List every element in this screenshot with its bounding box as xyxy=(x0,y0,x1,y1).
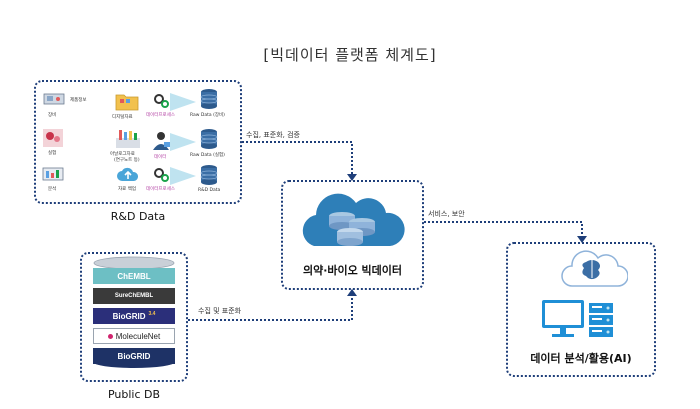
rd-mid-sub-label: (연구노트 등) xyxy=(114,158,140,163)
db-layer-label: BioGRID xyxy=(117,351,151,361)
monitor-icon xyxy=(542,300,584,337)
db-layer-chembl: ChEMBL xyxy=(93,268,175,284)
rd-mid-label: 디지털자료 xyxy=(112,115,133,120)
arrowhead-down-ai xyxy=(577,236,587,243)
rd-row-experiment: 실험 아날로그자료 (연구노트 등) 데이터 Raw Data (실험) xyxy=(40,126,240,166)
rd-pipeline-label: 데이터 xyxy=(154,155,167,160)
public-to-hub-line xyxy=(188,294,353,321)
rd-data-caption: R&D Data xyxy=(110,210,166,223)
db-bottom-cap xyxy=(93,360,175,368)
flow-arrow xyxy=(170,167,196,185)
arrowhead-down-hub xyxy=(347,174,357,181)
rd-row-label: 실험 xyxy=(48,151,57,156)
rd-mid-label: 자료 백업 xyxy=(118,187,136,192)
equipment-sub-label: 제품정보 xyxy=(70,98,87,103)
rd-to-hub-line xyxy=(242,141,353,176)
process-gear-icon xyxy=(154,94,169,108)
bigdata-hub-label: 의약·바이오 빅데이터 xyxy=(302,264,403,277)
raw-db-icon xyxy=(200,129,218,149)
public-db-stack: ChEMBL SureChEMBL BioGRID 3.4 MoleculeNe… xyxy=(93,256,175,382)
moleculenet-dot-icon xyxy=(107,333,113,339)
experiment-icon xyxy=(43,129,63,147)
connector-label-collect-standardize: 수집 및 표준화 xyxy=(198,307,242,315)
rd-row-label: 분석 xyxy=(48,187,57,192)
cloud-database-icon xyxy=(302,193,405,246)
rd-row-equipment: 장비 제품정보 디지털자료 데이터프로세스 Raw Data (장비) xyxy=(40,88,240,126)
raw-data-label: Raw Data (장비) xyxy=(190,113,225,118)
flow-arrow xyxy=(170,133,196,151)
ai-analysis-label: 데이터 분석/활용(AI) xyxy=(530,352,632,365)
hub-to-ai-line xyxy=(424,221,583,238)
raw-db-icon xyxy=(200,165,218,185)
db-layer-label: BioGRID xyxy=(112,311,146,321)
process-gear-icon xyxy=(154,168,169,182)
equipment-icon xyxy=(43,93,65,105)
server-icon xyxy=(589,303,613,337)
raw-data-label: Raw Data (실험) xyxy=(190,153,225,158)
rd-row-label: 장비 xyxy=(48,113,57,118)
db-layer-surechembl: SureChEMBL xyxy=(93,288,175,304)
connector-label-service: 서비스, 보안 xyxy=(428,210,465,218)
db-layer-biogrid-34: BioGRID 3.4 xyxy=(93,308,175,324)
brain-cloud-icon xyxy=(561,250,628,287)
rd-row-analysis: 분석 자료 백업 데이터프로세스 R&D Data xyxy=(40,165,240,202)
db-layer-version: 3.4 xyxy=(148,311,156,317)
raw-data-label: R&D Data xyxy=(198,188,221,193)
lab-equipment-icon xyxy=(116,130,140,148)
db-layer-moleculenet: MoleculeNet xyxy=(93,328,175,344)
diagram-title: [빅데이터 플랫폼 체계도] xyxy=(263,46,437,64)
cloud-upload-icon xyxy=(117,167,139,181)
public-db-caption: Public DB xyxy=(107,388,161,401)
raw-db-icon xyxy=(200,89,218,109)
db-layer-label: MoleculeNet xyxy=(115,331,161,341)
db-layer-label: ChEMBL xyxy=(117,271,151,281)
analysis-icon xyxy=(42,167,64,181)
rd-mid-label: 아날로그자료 xyxy=(110,152,135,157)
connector-label-collect: 수집, 표준화, 검증 xyxy=(246,131,300,139)
folder-icon xyxy=(115,94,139,111)
arrowhead-up-hub xyxy=(347,289,357,296)
flow-arrow xyxy=(170,93,196,111)
rd-pipeline-label: 데이터프로세스 xyxy=(146,187,175,192)
db-layer-label: SureChEMBL xyxy=(114,293,154,299)
researcher-icon xyxy=(153,132,170,150)
rd-pipeline-label: 데이터프로세스 xyxy=(146,113,175,118)
